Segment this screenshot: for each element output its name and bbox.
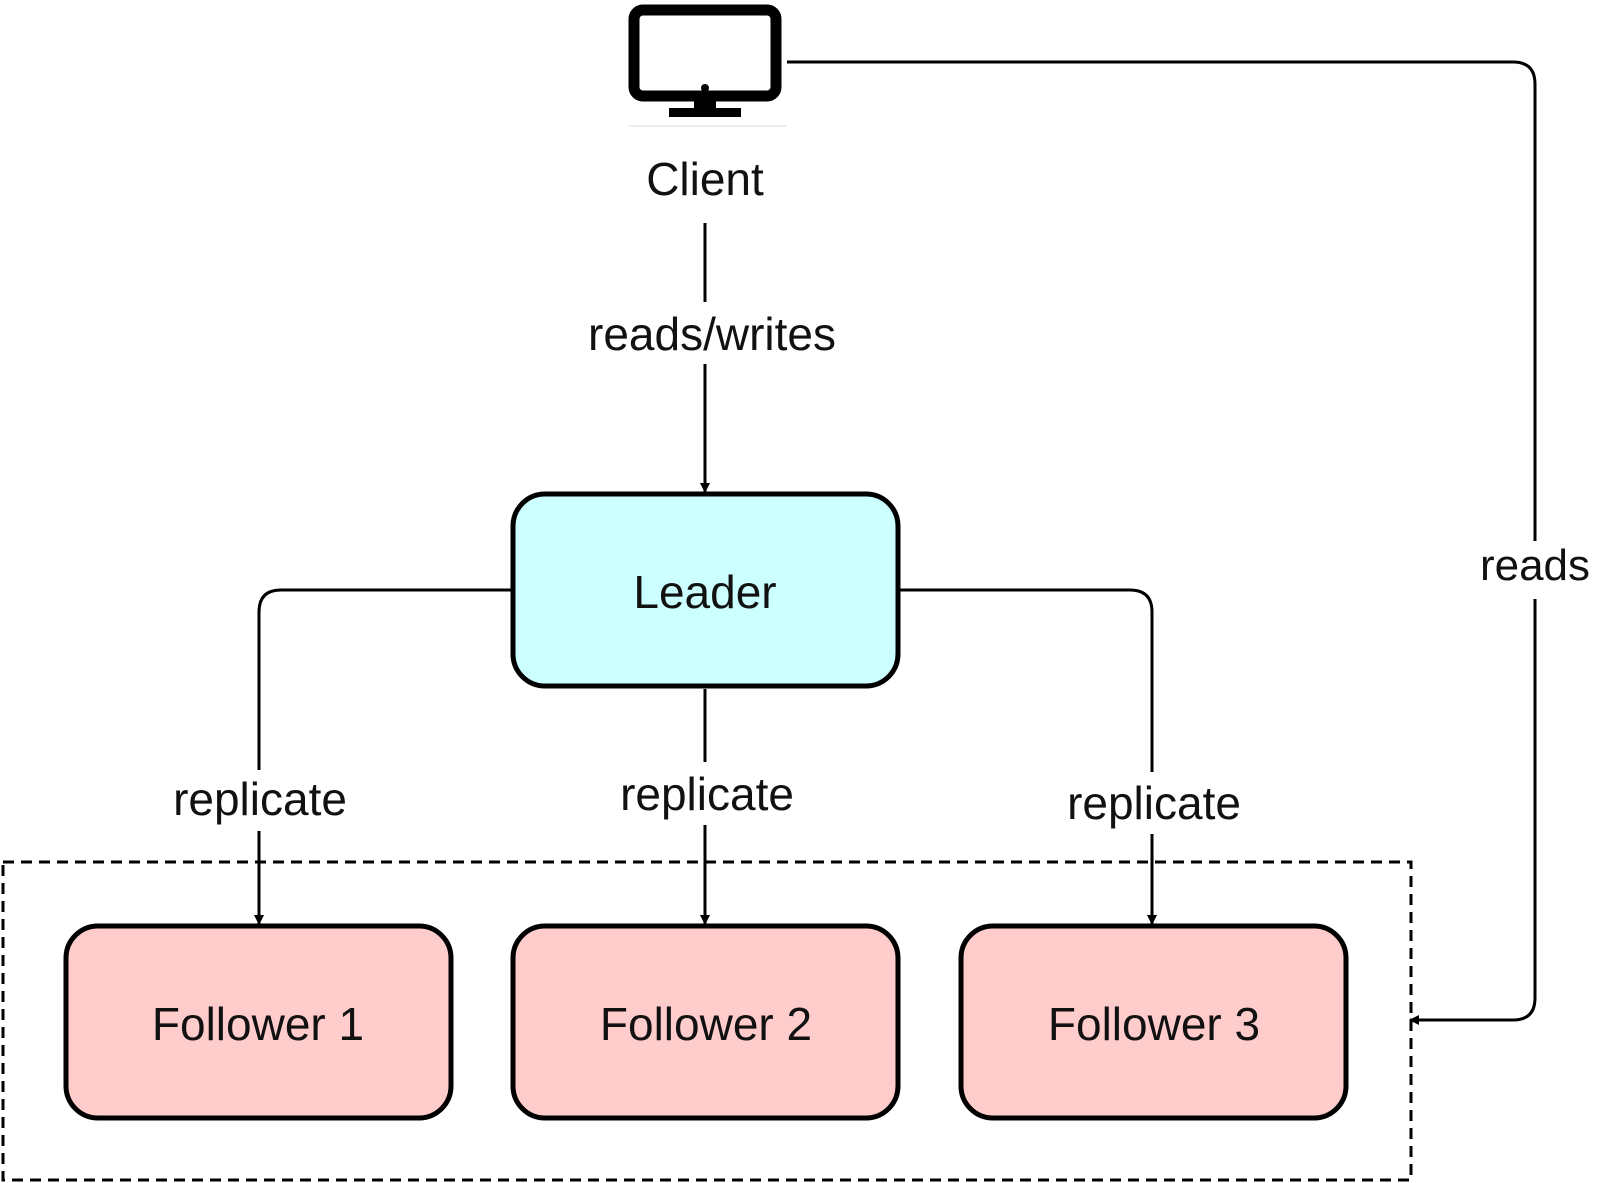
followers-group — [1, 860, 1413, 1182]
follower-label: Follower 2 — [600, 998, 812, 1050]
edge-label-replicate-3: replicate — [1067, 777, 1241, 829]
leader-node: Leader — [510, 491, 901, 689]
edge-leader-follower-3 — [897, 588, 1157, 925]
follower-label: Follower 3 — [1048, 998, 1260, 1050]
edge-label-reads: reads — [1480, 541, 1590, 590]
leader-label: Leader — [633, 566, 776, 618]
edge-label-reads-writes: reads/writes — [588, 308, 836, 360]
monitor-icon — [628, 4, 786, 127]
follower-node-3: Follower 3 — [958, 923, 1349, 1121]
edge-label-replicate-1: replicate — [173, 773, 347, 825]
edge-client-followers — [787, 60, 1537, 1025]
client-label: Client — [646, 153, 764, 205]
edge-leader-follower-1 — [254, 588, 513, 925]
follower-node-1: Follower 1 — [63, 923, 454, 1121]
follower-node-2: Follower 2 — [510, 923, 901, 1121]
edge-label-replicate-2: replicate — [620, 768, 794, 820]
follower-label: Follower 1 — [152, 998, 364, 1050]
